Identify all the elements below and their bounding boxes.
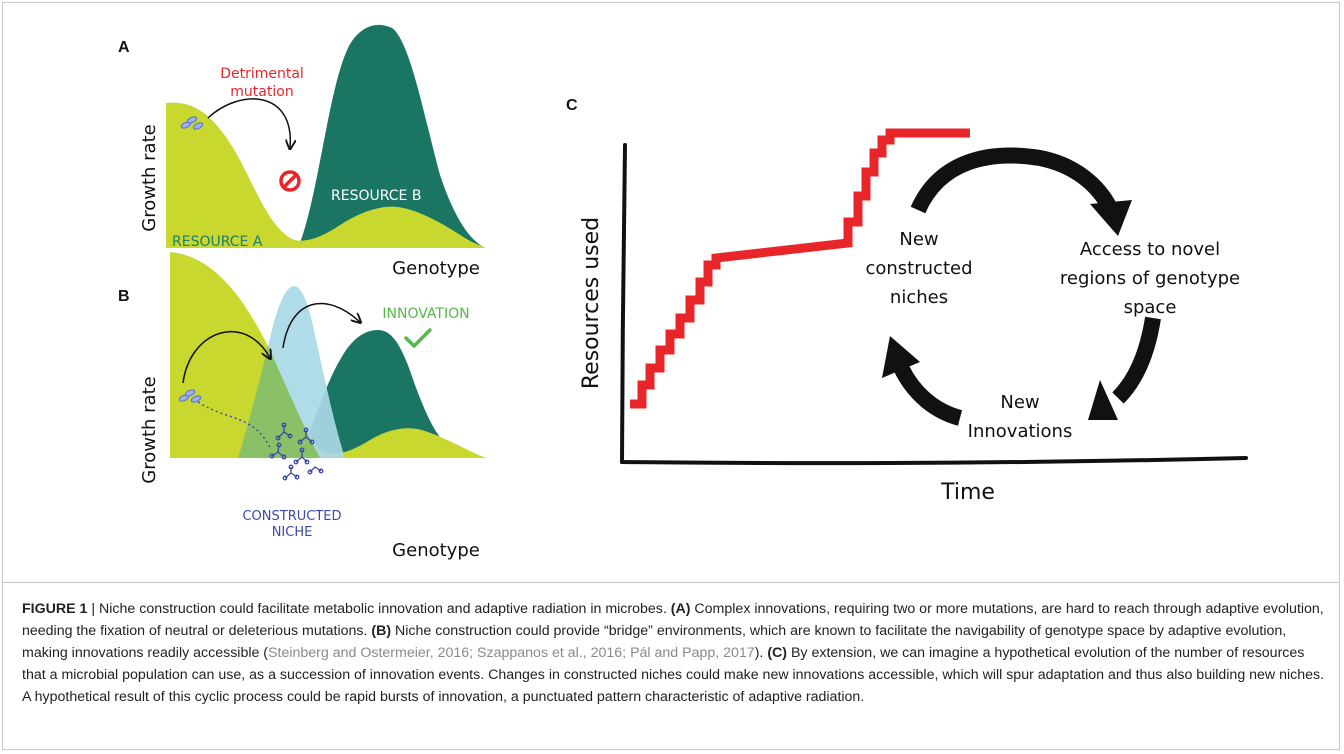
cycle-innovations-line2: Innovations [968,421,1073,442]
panel-a-y-axis-label: Growth rate [139,124,160,231]
cycle-innovations-line1: New [1000,392,1039,413]
niche-arrow [182,330,270,384]
cycle-access-line2: regions of genotype [1060,268,1240,289]
constructed-niche-label-line1: CONSTRUCTED [242,509,341,524]
resource-a-curve [166,102,486,248]
caption-a-label: (A) [670,601,691,617]
cycle-access-line1: Access to novel [1080,239,1220,260]
cycle-niches-line1: New [899,229,938,250]
y-axis-line [620,143,627,464]
prohibited-icon [279,170,301,192]
panel-a: A Growth rate Genotype RESOURCE A RESOUR… [118,24,486,279]
detrimental-mutation-label-line1: Detrimental [220,66,304,82]
caption-b-label: (B) [371,623,392,639]
caption-a-text: Complex innovations, requiring two or mo… [22,601,1324,639]
caption-separator: | [87,601,100,617]
constructed-niche-label-line2: NICHE [272,525,313,540]
panel-b-letter: B [118,288,130,305]
innovation-label: INNOVATION [382,306,469,322]
resources-staircase-line [630,128,970,409]
panel-c-letter: C [566,97,578,114]
cycle-niches-line2: constructed [865,258,972,279]
panel-a-x-axis-label: Genotype [392,258,480,279]
cycle-access-line3: space [1124,297,1177,318]
panel-c-x-axis-label: Time [940,480,995,505]
panel-b: B Growth rate Genotype CONSTRUCTED NICHE… [118,252,486,561]
resource-b-label: RESOURCE B [331,188,421,204]
x-axis-line [620,456,1248,466]
figure-illustration: A Growth rate Genotype RESOURCE A RESOUR… [118,24,1248,561]
figure-caption: FIGURE 1 | Niche construction could faci… [22,598,1327,708]
detrimental-mutation-label-line2: mutation [230,84,293,100]
checkmark-icon [404,328,432,348]
innovation-arrow [282,302,360,349]
panel-a-letter: A [118,39,130,56]
resource-a-curve-b [170,252,486,458]
resource-b-curve-b [300,330,486,458]
panel-b-y-axis-label: Growth rate [139,376,160,483]
caption-c-label: (C) [767,645,788,661]
resource-a-label: RESOURCE A [172,234,263,250]
caption-c-text: By extension, we can imagine a hypotheti… [22,645,1325,705]
cycle-arrows [882,147,1161,426]
caption-citations[interactable]: Steinberg and Ostermeier, 2016; Szappano… [268,645,755,661]
panel-b-x-axis-label: Genotype [392,540,480,561]
caption-title: Niche construction could facilitate meta… [99,601,671,617]
panel-c-y-axis-label: Resources used [579,217,604,389]
caption-divider [3,582,1339,583]
resource-b-curve [298,24,485,248]
microbe-icon-b [178,389,202,403]
figure-label: FIGURE 1 [22,601,88,617]
cycle-niches-line3: niches [890,287,948,308]
caption-b-text-end: ). [754,645,768,661]
caption-b-text: Niche construction could provide “bridge… [22,623,1287,661]
microbe-icon [180,116,204,130]
molecule-icons [269,422,324,481]
panel-c: C Resources used Time New constructed ni… [566,97,1248,505]
mutation-arrow [207,98,290,148]
